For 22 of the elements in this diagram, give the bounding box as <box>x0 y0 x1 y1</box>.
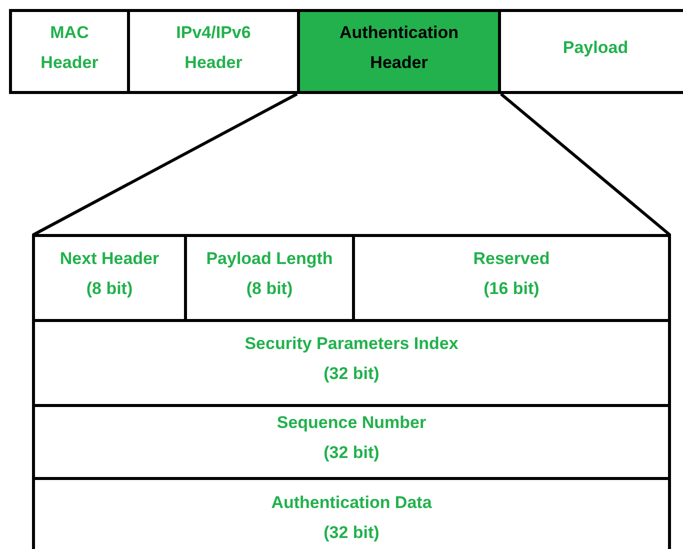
field-box <box>9 9 130 94</box>
field-size: (8 bit) <box>86 278 133 300</box>
field-name: Authentication Data <box>271 492 432 514</box>
field-size: (16 bit) <box>484 278 540 300</box>
field-name: IPv4/IPv6 Header <box>176 22 251 74</box>
field-name: Reserved <box>473 248 550 270</box>
field-size: (32 bit) <box>324 363 380 385</box>
highlighted-header-box <box>297 9 501 94</box>
field-name: Payload <box>562 36 628 58</box>
field-box <box>127 9 300 94</box>
field-size: (8 bit) <box>246 278 293 300</box>
expansion-line <box>500 92 671 236</box>
field-size: (32 bit) <box>324 522 380 544</box>
field-name: MAC Header <box>40 22 98 74</box>
field-name: Next Header <box>60 248 160 270</box>
field-size: (32 bit) <box>324 442 380 464</box>
field-name: Authentication Header <box>340 22 458 74</box>
expansion-line <box>32 92 298 236</box>
field-name: Payload Length <box>206 248 333 270</box>
field-name: Sequence Number <box>276 412 426 434</box>
field-name: Security Parameters Index <box>244 333 458 355</box>
field-box <box>498 9 683 94</box>
